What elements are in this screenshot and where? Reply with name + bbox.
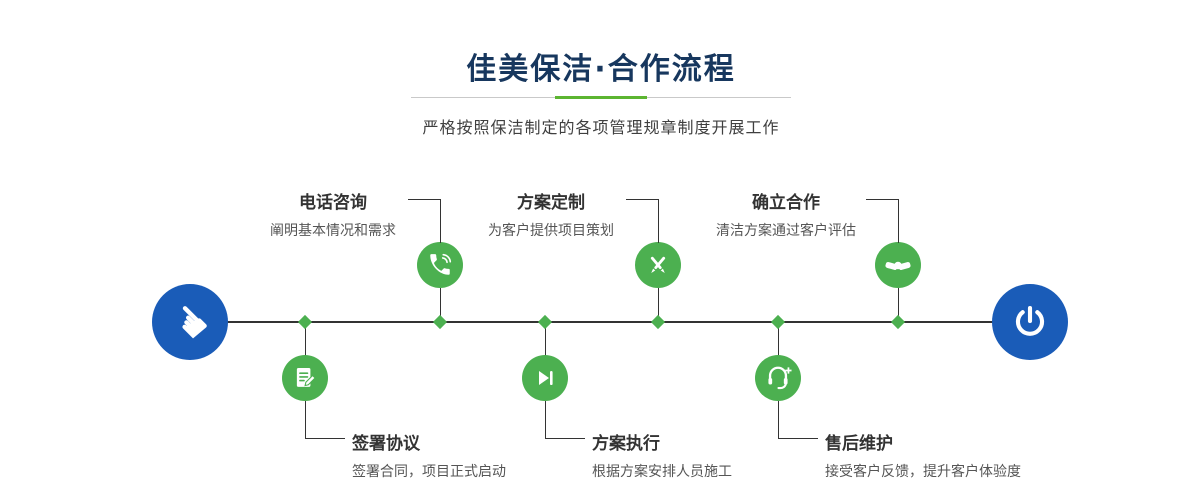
handshake-icon [885,261,911,271]
timeline-diamond [297,314,313,330]
label-connector [778,438,818,439]
crossed-pencils-icon [650,256,666,274]
step-plan-customize: 方案定制 为客户提供项目策划 [476,188,626,240]
step-node-contract [282,355,328,401]
flow-start-node: ☚ [152,284,228,360]
step-description: 签署合同，项目正式启动 [352,464,506,480]
label-connector [545,438,585,439]
step-description: 接受客户反馈，提升客户体验度 [825,464,1021,480]
step-description: 阐明基本情况和需求 [270,223,396,239]
flow-end-node [992,284,1068,360]
label-connector [440,199,441,243]
stem-connector [545,322,546,356]
step-phone-consult: 电话咨询 阐明基本情况和需求 [258,188,408,240]
title-divider [411,96,791,99]
step-plan-execute: 方案执行 根据方案安排人员施工 [592,429,732,481]
step-node-support [755,355,801,401]
label-connector [866,199,898,200]
hand-pointer-icon: ☚ [159,291,221,353]
timeline-line [190,321,1032,323]
step-label: 方案定制 [517,193,585,213]
stem-connector [898,288,899,322]
stem-connector [658,288,659,322]
step-node-phone [417,242,463,288]
power-icon [1015,306,1045,336]
contract-icon [296,368,316,387]
stem-connector [305,322,306,356]
page-title: 佳美保洁·合作流程 [466,52,736,87]
divider-accent [555,96,647,99]
step-label: 售后维护 [825,434,893,454]
page-subtitle: 严格按照保洁制定的各项管理规章制度开展工作 [422,118,780,137]
label-connector [545,401,546,438]
step-aftersales-maintenance: 售后维护 接受客户反馈，提升客户体验度 [825,429,1021,481]
label-connector [305,438,345,439]
step-sign-agreement: 签署协议 签署合同，项目正式启动 [352,429,506,481]
step-description: 清洁方案通过客户评估 [716,223,856,239]
timeline-diamond [890,314,906,330]
step-description: 根据方案安排人员施工 [592,464,732,480]
timeline-diamond [650,314,666,330]
label-connector [898,199,899,243]
stem-connector [778,322,779,356]
timeline-diamond [432,314,448,330]
customer-support-icon [768,366,792,390]
timeline-diamond [770,314,786,330]
label-connector [626,199,658,200]
step-label: 方案执行 [592,434,660,454]
step-node-handshake [875,242,921,288]
step-label: 签署协议 [352,434,420,454]
step-label: 电话咨询 [299,193,367,213]
step-establish-cooperation: 确立合作 清洁方案通过客户评估 [706,188,866,240]
play-execute-icon [539,371,553,385]
phone-icon [430,253,452,275]
step-label: 确立合作 [752,193,820,213]
label-connector [778,401,779,438]
stem-connector [440,288,441,322]
label-connector [408,199,440,200]
timeline-diamond [537,314,553,330]
label-connector [305,401,306,438]
step-node-design [635,242,681,288]
step-description: 为客户提供项目策划 [488,223,614,239]
label-connector [658,199,659,243]
step-node-execute [522,355,568,401]
